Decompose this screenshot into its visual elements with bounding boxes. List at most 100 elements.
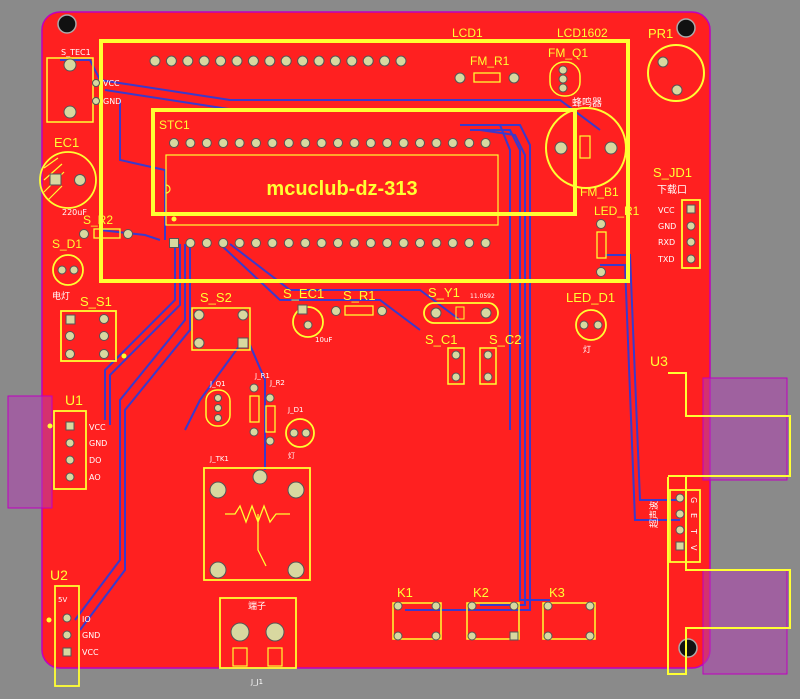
u3-pin-e: E <box>689 513 698 518</box>
s-ec1-pad-b <box>303 320 313 330</box>
stc1-pad-top <box>201 138 212 148</box>
s-r2-label: S_R2 <box>83 213 113 227</box>
ec1-value: 220uF <box>62 208 87 217</box>
s-s1-pads <box>65 314 109 359</box>
s-d1-outline <box>52 254 84 286</box>
led-d1-outline <box>575 309 607 341</box>
u2-note: 5V <box>58 596 67 604</box>
s-c1-pad-a <box>451 350 461 360</box>
stc1-notch <box>165 184 171 194</box>
stc1-pad-bottom <box>480 238 491 248</box>
s-jd1-label: S_JD1 <box>653 165 692 180</box>
fm-r1-pad-b <box>508 72 520 84</box>
u1-pin-1: VCC <box>89 423 106 432</box>
stc1-pad-bottom <box>218 238 229 248</box>
u2-pin-1: IO <box>82 615 91 624</box>
led-r1-label: LED_R1 <box>594 204 640 218</box>
lcd-pad <box>329 55 341 67</box>
pr1-label: PR1 <box>648 26 673 41</box>
s-s1-dot <box>121 353 127 359</box>
u1-dot <box>47 423 53 429</box>
s-ec1-pad-a <box>297 304 308 315</box>
stc1-pad-bottom <box>398 238 409 248</box>
s-y1-outline <box>423 302 499 324</box>
stc1-pad-top <box>316 138 327 148</box>
lcd1-label: LCD1 <box>452 26 483 40</box>
s-c1-pad-b <box>451 372 461 382</box>
fm-q1-label: FM_Q1 <box>548 46 588 60</box>
fm-q1-pad-2 <box>558 74 568 84</box>
j-d1-outline <box>285 418 315 448</box>
stc1-pad-top <box>365 138 376 148</box>
s-r2-body <box>93 228 121 239</box>
lcd-pad <box>395 55 407 67</box>
s-d1-label: S_D1 <box>52 237 82 251</box>
stc1-pad-top <box>267 138 278 148</box>
j-q1-outline <box>205 389 231 427</box>
s-ec1-outline <box>292 306 324 338</box>
u3-pin-t: T <box>689 528 698 534</box>
stc1-pad-top <box>480 138 491 148</box>
stc1-pad-top <box>300 138 311 148</box>
s-tec1-pin-gnd <box>92 97 100 105</box>
stc1-pad-bottom <box>201 238 212 248</box>
s-jd1-pads <box>686 204 696 264</box>
s-c1-outline <box>447 347 465 385</box>
lcd-pad <box>182 55 194 67</box>
lcd-pad <box>280 55 292 67</box>
s-tec1-gnd-label: GND <box>103 97 121 106</box>
ec1-pad-a <box>49 173 62 186</box>
stc1-pad-top <box>218 138 229 148</box>
j-j1-pad-b <box>265 622 285 642</box>
lcd-pad <box>198 55 210 67</box>
s-y1-label: S_Y1 <box>428 285 460 300</box>
u1-pads <box>65 421 75 482</box>
u1-label: U1 <box>65 392 83 408</box>
u2-pin-2: GND <box>82 631 100 640</box>
j-d1-pad-a <box>289 428 299 438</box>
u2-pin-3: VCC <box>82 648 99 657</box>
lcd-pad <box>313 55 325 67</box>
j-j1-tab-a <box>232 647 248 667</box>
stc1-pad-top <box>349 138 360 148</box>
u3-keepout-bottom <box>702 569 788 675</box>
stc1-pad-top <box>431 138 442 148</box>
s-tec1-outline <box>46 57 94 123</box>
j-d1-note: 灯 <box>288 451 295 460</box>
ec1-outline <box>39 151 97 209</box>
pr1-outline <box>647 44 705 102</box>
j-r1-label: J_R1 <box>254 372 270 380</box>
j-q1-label: J_Q1 <box>209 380 226 388</box>
j-j1-outline <box>219 597 297 669</box>
u2-dot <box>46 617 52 623</box>
lcd-pad <box>165 55 177 67</box>
lcd-pad <box>379 55 391 67</box>
j-r1-pad-b <box>249 427 259 437</box>
u2-label: U2 <box>50 567 68 583</box>
lcd-pad <box>297 55 309 67</box>
u1-pin-3: DO <box>89 456 101 465</box>
stc1-pad-top <box>382 138 393 148</box>
fm-q1-pad-3 <box>558 83 568 93</box>
j-r1-body <box>249 395 260 423</box>
u3-keepout-top <box>702 377 788 481</box>
led-d1-pad-b <box>593 320 603 330</box>
s-r2-pad-a <box>79 229 89 239</box>
u2-outline <box>54 585 80 687</box>
j-r2-pad-a <box>265 393 275 403</box>
pr1-pad-b <box>671 84 683 96</box>
s-jd1-outline <box>681 199 701 269</box>
s-d1-pad-a <box>57 265 67 275</box>
s-s2-outline <box>191 307 251 351</box>
fm-b1-outline <box>545 107 627 189</box>
fm-r1-label: FM_R1 <box>470 54 510 68</box>
lcd-header-pads <box>149 55 407 67</box>
stc1-pad-bottom <box>251 238 261 248</box>
jd-pin-vcc: VCC <box>658 206 675 215</box>
stc1-pad-top <box>398 138 409 148</box>
stc1-pad-bottom <box>283 238 294 248</box>
u3-header <box>669 489 701 563</box>
s-ec1-label: S_EC1 <box>283 286 324 301</box>
s-r2-pad-b <box>123 229 133 239</box>
j-d1-label: J_D1 <box>287 406 303 414</box>
